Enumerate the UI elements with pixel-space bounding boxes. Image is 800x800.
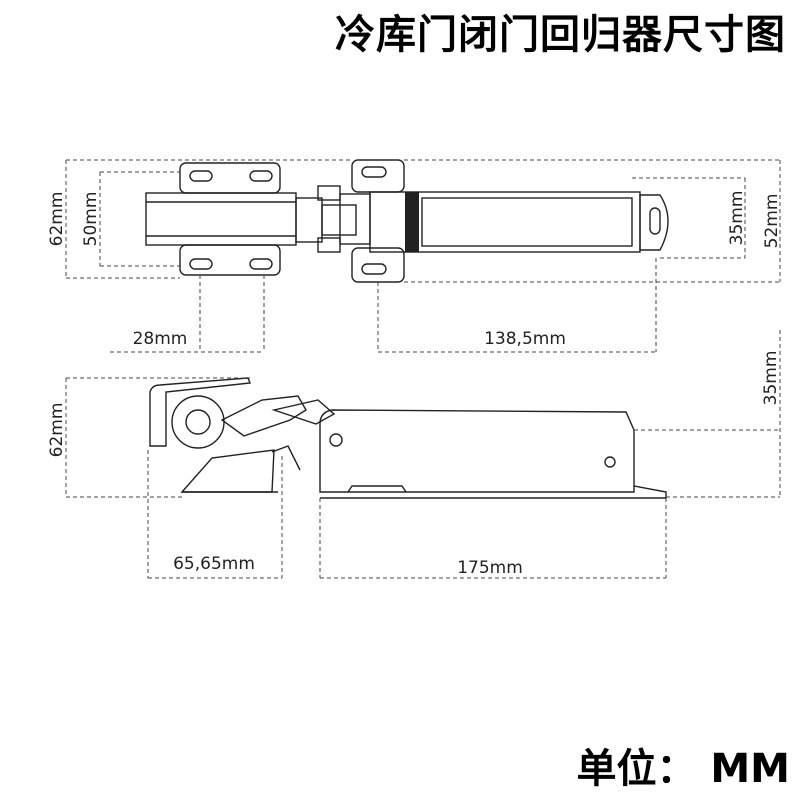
dim-label-52: 52mm: [762, 194, 782, 249]
dim-label-side-62: 62mm: [47, 403, 67, 458]
lever-link: [220, 395, 307, 437]
hinge-block: [295, 197, 323, 243]
hinge-center: [321, 204, 357, 236]
dim-label-50: 50mm: [81, 192, 101, 247]
end-cap: [639, 194, 669, 251]
body-base-flange: [320, 485, 667, 499]
mount-slot: [361, 263, 387, 275]
mount-slot: [361, 166, 387, 178]
right-mount-plate-bottom: [351, 247, 405, 283]
roller-outer: [171, 395, 225, 449]
left-mount-plate-bottom: [179, 244, 281, 276]
mount-slot: [189, 258, 213, 270]
dim-label-62: 62mm: [47, 192, 67, 247]
mount-slot: [249, 170, 273, 182]
hook-arm: [149, 377, 251, 447]
hinge-link: [339, 193, 371, 245]
hinge-knuckle: [317, 237, 341, 253]
mount-slot: [189, 170, 213, 182]
body-hole: [604, 456, 616, 468]
dim-label-65-65: 65,65mm: [173, 554, 255, 574]
bracket-tab: [271, 445, 301, 471]
body-hole: [329, 433, 343, 447]
lever-link-2: [271, 399, 336, 425]
left-body: [145, 192, 297, 246]
dim-label-28: 28mm: [133, 329, 188, 349]
top-view-drawing: [65, 159, 781, 353]
spring-window: [421, 197, 633, 247]
left-mount-plate-top: [179, 162, 281, 194]
base-bracket: [180, 449, 275, 493]
dim-label-side-35: 35mm: [761, 351, 781, 406]
hinge-knuckle: [317, 185, 341, 201]
right-mount-plate-top: [351, 159, 405, 193]
roller-inner: [185, 409, 211, 435]
main-body: [319, 409, 635, 493]
unit-label: 单位： MM: [576, 746, 790, 792]
dim-label-35: 35mm: [727, 191, 747, 246]
dim-label-175: 175mm: [457, 558, 523, 578]
housing-band: [405, 192, 419, 252]
drawing-title: 冷库门闭门回归器尺寸图: [335, 12, 786, 58]
mount-slot: [249, 258, 273, 270]
side-view-drawing: [65, 330, 781, 579]
dim-label-138-5: 138,5mm: [484, 329, 566, 349]
body-base-detail: [347, 485, 407, 493]
end-slot: [649, 207, 661, 235]
